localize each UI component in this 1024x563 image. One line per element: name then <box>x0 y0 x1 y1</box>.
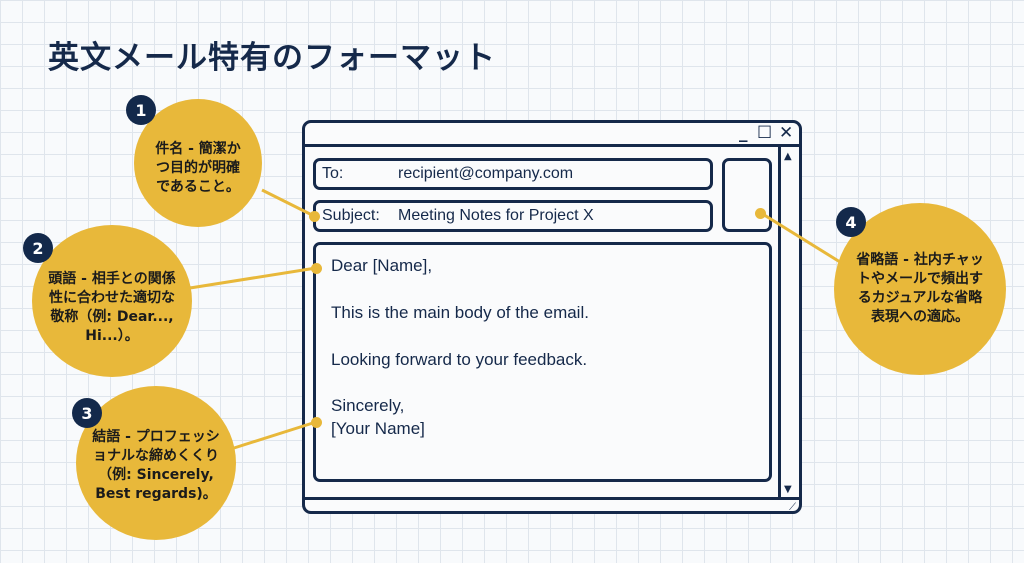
body-main: This is the main body of the email. <box>331 303 589 322</box>
callout-1: 件名 - 簡潔かつ目的が明確であること。 <box>134 99 262 227</box>
body-signoff: Sincerely, <box>331 396 405 415</box>
scrollbar[interactable]: ▲ ▼ <box>778 147 799 497</box>
callout-4: 省略語 - 社内チャットやメールで頻出するカジュアルな省略表現への適応。 <box>834 203 1006 375</box>
body-field[interactable]: Dear [Name], This is the main body of th… <box>313 242 772 482</box>
subject-field[interactable]: Subject: Meeting Notes for Project X <box>313 200 713 232</box>
window-statusbar: ⟋ <box>305 497 799 513</box>
connector-4 <box>760 211 841 264</box>
subject-label: Subject: <box>322 207 380 224</box>
email-window-mockup: _ ☐ ✕ ▲ ▼ ⟋ To: recipient@company.com Su… <box>302 120 802 514</box>
scroll-down-icon[interactable]: ▼ <box>784 484 792 495</box>
anchor-dot-2 <box>311 263 322 274</box>
body-greeting: Dear [Name], <box>331 256 433 275</box>
connector-1 <box>261 188 315 218</box>
callout-2: 頭語 - 相手との関係性に合わせた適切な敬称（例: Dear..., Hi...… <box>32 225 192 377</box>
window-titlebar: _ ☐ ✕ <box>305 123 799 147</box>
page-title: 英文メール特有のフォーマット <box>48 40 496 76</box>
callout-1-text: 件名 - 簡潔かつ目的が明確であること。 <box>155 140 241 195</box>
body-signature: [Your Name] <box>331 419 425 438</box>
callout-2-badge: 2 <box>23 233 53 263</box>
anchor-dot-3 <box>311 417 322 428</box>
callout-3: 結語 - プロフェッショナルな締めくくり（例: Sincerely, Best … <box>76 386 236 540</box>
to-field[interactable]: To: recipient@company.com <box>313 158 713 190</box>
resize-grip-icon[interactable]: ⟋ <box>789 502 796 513</box>
maximize-icon[interactable]: ☐ <box>757 123 773 143</box>
callout-1-badge: 1 <box>126 95 156 125</box>
to-value: recipient@company.com <box>398 165 574 182</box>
close-icon[interactable]: ✕ <box>779 123 794 143</box>
connector-2 <box>189 266 317 290</box>
subject-value: Meeting Notes for Project X <box>398 207 594 224</box>
callout-3-text: 結語 - プロフェッショナルな締めくくり（例: Sincerely, Best … <box>92 429 220 502</box>
minimize-icon[interactable]: _ <box>739 123 748 143</box>
callout-4-text: 省略語 - 社内チャットやメールで頻出するカジュアルな省略表現への適応。 <box>856 252 984 325</box>
anchor-dot-4 <box>755 208 766 219</box>
callout-3-badge: 3 <box>72 398 102 428</box>
to-label: To: <box>322 165 344 182</box>
connector-3 <box>233 420 317 450</box>
scroll-up-icon[interactable]: ▲ <box>784 151 792 162</box>
body-closing-line: Looking forward to your feedback. <box>331 350 588 369</box>
anchor-dot-1 <box>309 211 320 222</box>
callout-2-text: 頭語 - 相手との関係性に合わせた適切な敬称（例: Dear..., Hi...… <box>48 271 176 344</box>
callout-4-badge: 4 <box>836 207 866 237</box>
side-panel <box>722 158 772 232</box>
